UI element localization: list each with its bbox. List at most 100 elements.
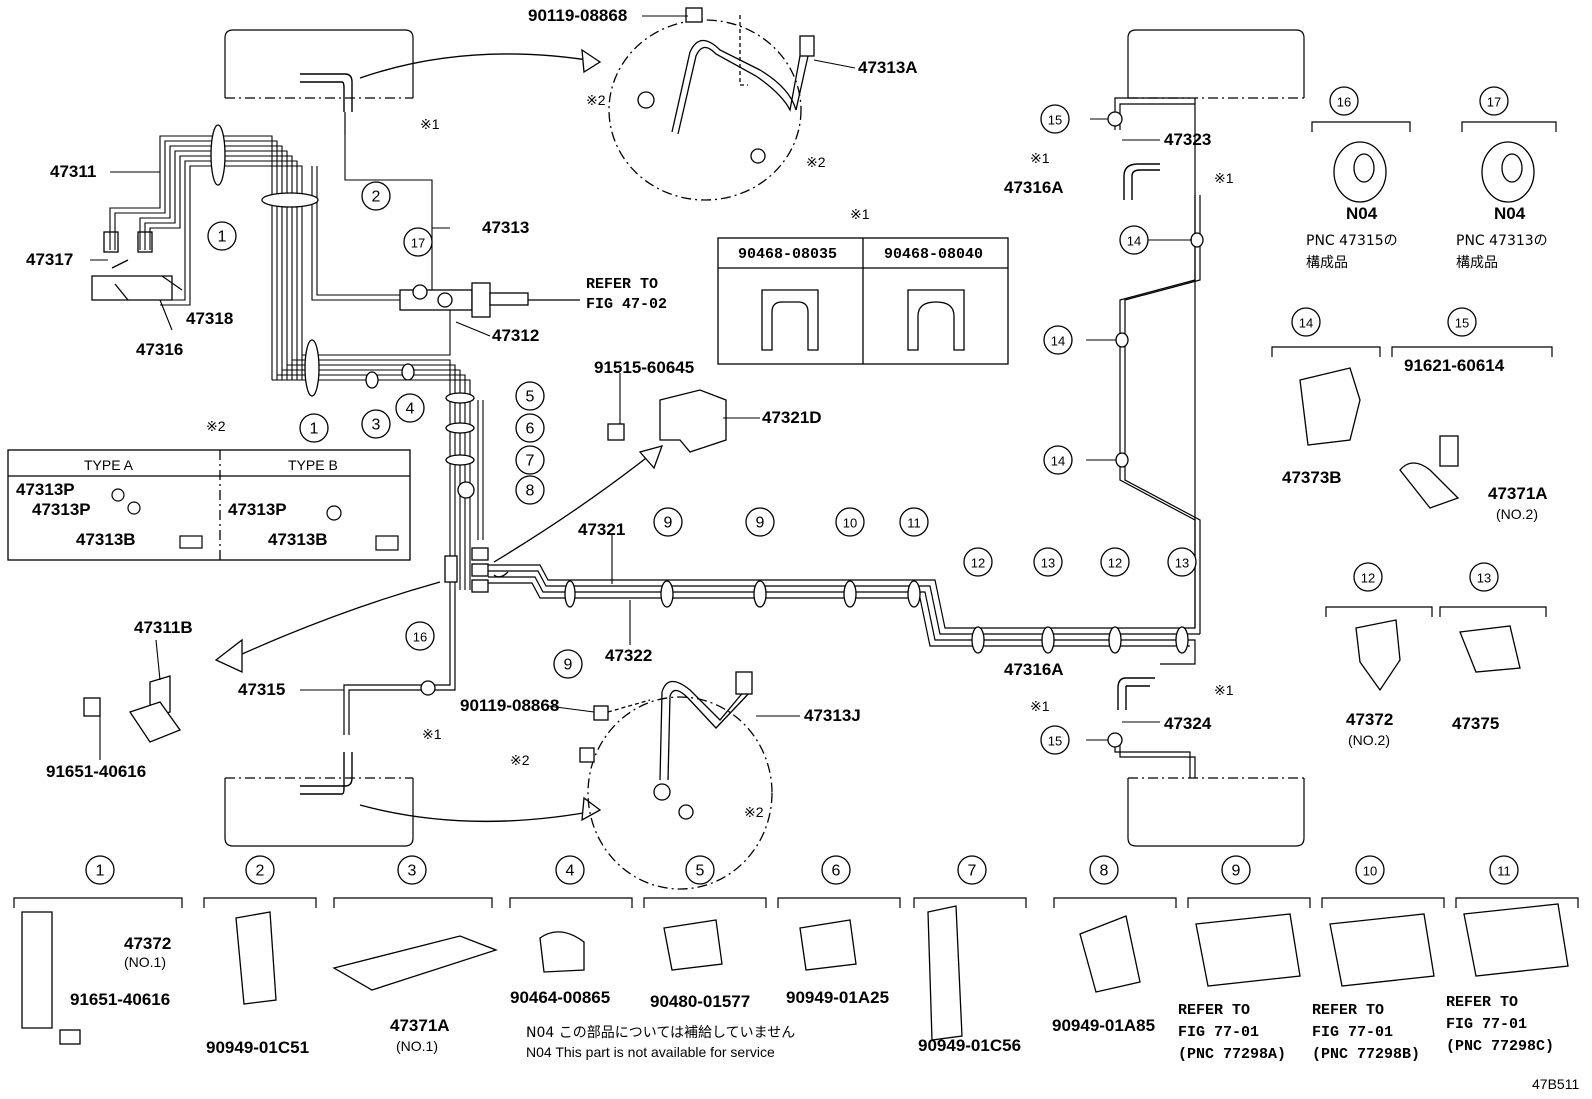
- part-47313A[interactable]: 47313A: [858, 58, 918, 77]
- callout-5[interactable]: 5: [515, 381, 545, 411]
- callout-16[interactable]: 16: [405, 621, 435, 651]
- callout-12[interactable]: 12: [1100, 547, 1130, 577]
- part-47317[interactable]: 47317: [26, 250, 74, 269]
- part-47316A-top[interactable]: 47316A: [1004, 178, 1064, 197]
- callout-10[interactable]: 10: [835, 507, 865, 537]
- part-47311[interactable]: 47311: [50, 162, 97, 181]
- callout-14[interactable]: 14: [1291, 307, 1321, 337]
- part-47313[interactable]: 47313: [482, 218, 530, 237]
- part-47371A[interactable]: 47371A: [1488, 484, 1548, 503]
- part-47316A-bottom[interactable]: 47316A: [1004, 660, 1064, 679]
- svg-text:16: 16: [1337, 95, 1351, 110]
- svg-text:13: 13: [1041, 556, 1055, 571]
- part-47373B[interactable]: 47373B: [1282, 468, 1342, 487]
- callout-7[interactable]: 7: [957, 855, 987, 885]
- svg-text:12: 12: [1361, 571, 1375, 586]
- note-mark2: ※2: [744, 804, 764, 820]
- callout-11[interactable]: 11: [1489, 855, 1519, 885]
- type-b-row1[interactable]: 47313P: [228, 500, 287, 519]
- callout-15[interactable]: 15: [1040, 104, 1070, 134]
- callout-9[interactable]: 9: [553, 649, 583, 679]
- callout-3[interactable]: 3: [361, 409, 391, 439]
- callout-17[interactable]: 17: [403, 227, 433, 257]
- b10-line2: FIG 77-01: [1312, 1024, 1394, 1041]
- part-47313J[interactable]: 47313J: [804, 706, 861, 725]
- callout-2[interactable]: 2: [245, 855, 275, 885]
- part-47372-no2[interactable]: 47372: [1346, 710, 1394, 729]
- type-a-row1[interactable]: 47313P: [16, 480, 75, 499]
- bolt-47321D[interactable]: 91515-60645: [594, 358, 695, 377]
- part-47375[interactable]: 47375: [1452, 714, 1500, 733]
- bolt-top[interactable]: 90119-08868: [528, 6, 628, 25]
- callout-4[interactable]: 4: [395, 393, 425, 423]
- callout-9[interactable]: 9: [1221, 855, 1251, 885]
- svg-text:11: 11: [907, 516, 921, 531]
- part-47323[interactable]: 47323: [1164, 130, 1212, 149]
- part-47318[interactable]: 47318: [186, 309, 234, 328]
- b3-part[interactable]: 47371A: [390, 1016, 450, 1035]
- callout-16[interactable]: 16: [1329, 86, 1359, 116]
- callout-10[interactable]: 10: [1355, 855, 1385, 885]
- callout-1[interactable]: 1: [207, 221, 237, 251]
- b1-part[interactable]: 47372: [124, 934, 172, 953]
- callout-14[interactable]: 14: [1043, 445, 1073, 475]
- svg-text:15: 15: [1048, 113, 1062, 128]
- part-47312[interactable]: 47312: [492, 326, 540, 345]
- b11-line1: REFER TO: [1446, 994, 1519, 1011]
- part-47315[interactable]: 47315: [238, 680, 286, 699]
- bolt-91621[interactable]: 91621-60614: [1404, 356, 1505, 375]
- callout-12[interactable]: 12: [963, 547, 993, 577]
- part-47324[interactable]: 47324: [1164, 714, 1212, 733]
- callout-1[interactable]: 1: [299, 413, 329, 443]
- callout-5[interactable]: 5: [685, 855, 715, 885]
- callout-8[interactable]: 8: [1089, 855, 1119, 885]
- callout-17[interactable]: 17: [1479, 86, 1509, 116]
- callout-9[interactable]: 9: [653, 507, 683, 537]
- svg-text:11: 11: [1497, 864, 1511, 879]
- b1-bolt[interactable]: 91651-40616: [70, 990, 171, 1009]
- part-47322[interactable]: 47322: [605, 646, 653, 665]
- callout-9[interactable]: 9: [745, 507, 775, 537]
- callout-6[interactable]: 6: [515, 413, 545, 443]
- type-a-row3[interactable]: 47313B: [76, 530, 136, 549]
- bolt-bottom[interactable]: 90119-08868: [460, 696, 560, 715]
- svg-text:3: 3: [372, 417, 381, 434]
- refer-fig-47-02-line2: FIG 47-02: [586, 296, 668, 313]
- b10-line1: REFER TO: [1312, 1002, 1385, 1019]
- callout-2[interactable]: 2: [361, 181, 391, 211]
- bolt-47311B[interactable]: 91651-40616: [46, 762, 147, 781]
- part-47321[interactable]: 47321: [578, 520, 626, 539]
- callout-4[interactable]: 4: [555, 855, 585, 885]
- svg-text:1: 1: [96, 863, 105, 880]
- b8-part[interactable]: 90949-01A85: [1052, 1016, 1156, 1035]
- callout-6[interactable]: 6: [821, 855, 851, 885]
- b6-part[interactable]: 90949-01A25: [786, 988, 890, 1007]
- callout-13[interactable]: 13: [1167, 547, 1197, 577]
- type-b-row2[interactable]: 47313B: [268, 530, 328, 549]
- b7-part[interactable]: 90949-01C56: [918, 1036, 1022, 1055]
- callout-11[interactable]: 11: [899, 507, 929, 537]
- b5-part[interactable]: 90480-01577: [650, 992, 751, 1011]
- part-47371A-sub: (NO.2): [1496, 506, 1538, 522]
- part-47311B[interactable]: 47311B: [134, 618, 193, 637]
- part-47321D[interactable]: 47321D: [762, 408, 822, 427]
- b4-part[interactable]: 90464-00865: [510, 988, 611, 1007]
- b2-part[interactable]: 90949-01C51: [206, 1038, 310, 1057]
- callout-3[interactable]: 3: [397, 855, 427, 885]
- note-mark2: ※2: [586, 92, 606, 108]
- svg-text:15: 15: [1048, 734, 1062, 749]
- callout-1[interactable]: 1: [85, 855, 115, 885]
- callout-8[interactable]: 8: [515, 475, 545, 505]
- type-a-row2[interactable]: 47313P: [32, 500, 91, 519]
- callout-15[interactable]: 15: [1447, 307, 1477, 337]
- callout-7[interactable]: 7: [515, 445, 545, 475]
- callout-14[interactable]: 14: [1119, 225, 1149, 255]
- part-47316[interactable]: 47316: [136, 340, 184, 359]
- callout-13[interactable]: 13: [1033, 547, 1063, 577]
- note-mark2: ※2: [510, 752, 530, 768]
- svg-text:17: 17: [1487, 95, 1501, 110]
- callout-13[interactable]: 13: [1469, 562, 1499, 592]
- callout-15[interactable]: 15: [1040, 725, 1070, 755]
- callout-12[interactable]: 12: [1353, 562, 1383, 592]
- callout-14[interactable]: 14: [1043, 325, 1073, 355]
